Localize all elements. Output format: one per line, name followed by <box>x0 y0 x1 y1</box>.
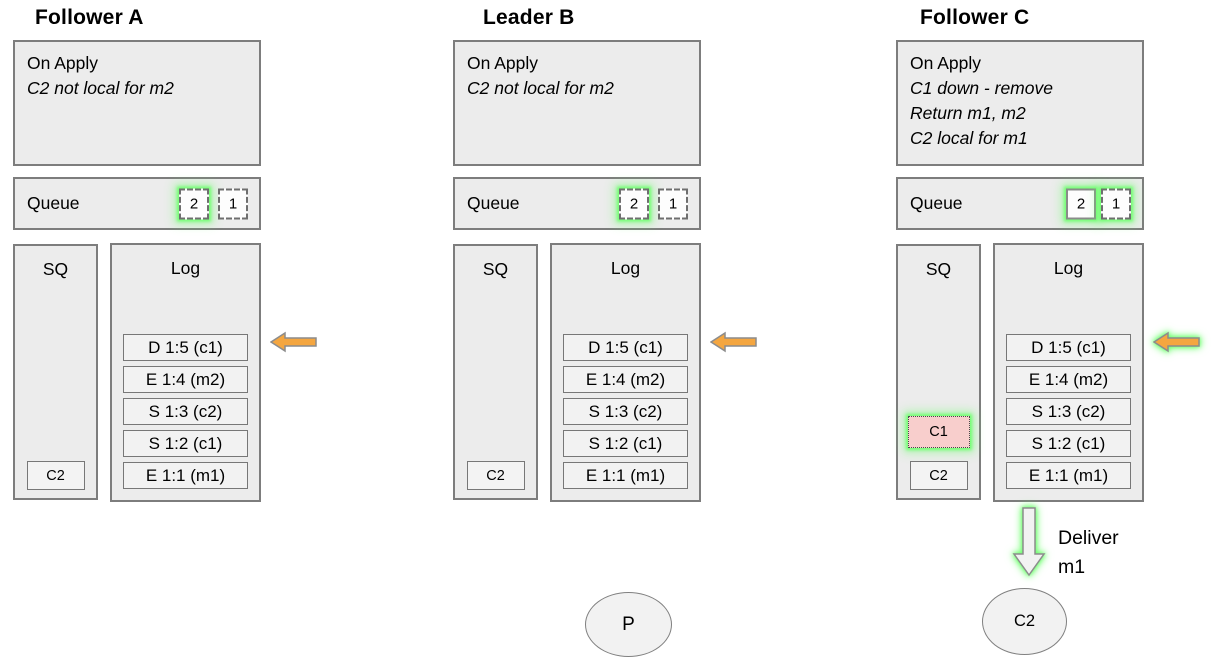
queue-panel: Queue 2 1 <box>896 177 1144 230</box>
on-apply-panel: On Apply C2 not local for m2 <box>13 40 261 166</box>
queue-panel: Queue 2 1 <box>453 177 701 230</box>
sq-panel: SQ C1 C2 <box>896 244 981 500</box>
deliver-label: Deliver m1 <box>1058 527 1119 578</box>
log-entry: E 1:4 (m2) <box>1006 366 1131 393</box>
sq-panel: SQ C2 <box>13 244 98 500</box>
block-arrow-down-icon <box>1012 507 1046 577</box>
log-entry: D 1:5 (c1) <box>1006 334 1131 361</box>
node-title: Leader B <box>483 6 575 29</box>
queue-item-1: 1 <box>658 188 688 219</box>
log-entry: E 1:1 (m1) <box>563 462 688 489</box>
on-apply-notes: C2 not local for m2 <box>467 78 614 98</box>
sq-item-c1-removed: C1 <box>907 416 970 448</box>
log-entry: E 1:1 (m1) <box>1006 462 1131 489</box>
log-entry: D 1:5 (c1) <box>563 334 688 361</box>
queue-item-2: 2 <box>619 188 649 219</box>
log-entry: E 1:4 (m2) <box>123 366 248 393</box>
node-follower-c: Follower C On Apply C1 down - remove Ret… <box>896 0 1211 669</box>
on-apply-panel: On Apply C2 not local for m2 <box>453 40 701 166</box>
sq-label: SQ <box>482 259 509 279</box>
node-title: Follower A <box>35 6 144 29</box>
node-follower-a: Follower A On Apply C2 not local for m2 … <box>13 0 333 669</box>
log-entry: S 1:3 (c2) <box>563 398 688 425</box>
sq-item-c2: C2 <box>466 461 525 490</box>
node-title: Follower C <box>920 6 1030 29</box>
queue-label: Queue <box>467 193 520 213</box>
queue-item-1: 1 <box>1101 188 1131 219</box>
log-panel: Log D 1:5 (c1) E 1:4 (m2) S 1:3 (c2) S 1… <box>110 243 261 502</box>
queue-panel: Queue 2 1 <box>13 177 261 230</box>
on-apply-label: On Apply <box>467 53 539 73</box>
on-apply-notes: C1 down - remove Return m1, m2 C2 local … <box>910 78 1053 148</box>
queue-items: 2 1 <box>1066 188 1131 219</box>
client-node-c2: C2 <box>982 588 1067 655</box>
log-entry: E 1:1 (m1) <box>123 462 248 489</box>
log-label: Log <box>610 258 641 278</box>
block-arrow-left-icon <box>270 331 317 353</box>
on-apply-label: On Apply <box>27 53 99 73</box>
queue-items: 2 1 <box>619 188 688 219</box>
on-apply-label: On Apply <box>910 53 982 73</box>
log-entry: S 1:2 (c1) <box>563 430 688 457</box>
sq-label: SQ <box>42 259 69 279</box>
on-apply-panel: On Apply C1 down - remove Return m1, m2 … <box>896 40 1144 166</box>
queue-label: Queue <box>27 193 80 213</box>
queue-item-2: 2 <box>179 188 209 219</box>
sq-panel: SQ C2 <box>453 244 538 500</box>
sq-item-c2: C2 <box>26 461 85 490</box>
log-entries: D 1:5 (c1) E 1:4 (m2) S 1:3 (c2) S 1:2 (… <box>563 334 688 489</box>
on-apply-notes: C2 not local for m2 <box>27 78 174 98</box>
log-entries: D 1:5 (c1) E 1:4 (m2) S 1:3 (c2) S 1:2 (… <box>123 334 248 489</box>
process-node: P <box>585 592 672 657</box>
log-entry: S 1:2 (c1) <box>123 430 248 457</box>
log-entry: S 1:3 (c2) <box>123 398 248 425</box>
log-panel: Log D 1:5 (c1) E 1:4 (m2) S 1:3 (c2) S 1… <box>550 243 701 502</box>
log-label: Log <box>170 258 201 278</box>
log-label: Log <box>1053 258 1084 278</box>
queue-item-2: 2 <box>1066 188 1096 219</box>
block-arrow-left-icon <box>710 331 757 353</box>
node-leader-b: Leader B On Apply C2 not local for m2 Qu… <box>453 0 773 669</box>
log-entry: E 1:4 (m2) <box>563 366 688 393</box>
log-panel: Log D 1:5 (c1) E 1:4 (m2) S 1:3 (c2) S 1… <box>993 243 1144 502</box>
log-entry: S 1:3 (c2) <box>1006 398 1131 425</box>
queue-items: 2 1 <box>179 188 248 219</box>
queue-item-1: 1 <box>218 188 248 219</box>
queue-label: Queue <box>910 193 963 213</box>
log-entry: S 1:2 (c1) <box>1006 430 1131 457</box>
block-arrow-left-icon <box>1153 331 1200 353</box>
sq-item-c2: C2 <box>909 461 968 490</box>
sq-label: SQ <box>925 259 952 279</box>
log-entries: D 1:5 (c1) E 1:4 (m2) S 1:3 (c2) S 1:2 (… <box>1006 334 1131 489</box>
log-entry: D 1:5 (c1) <box>123 334 248 361</box>
